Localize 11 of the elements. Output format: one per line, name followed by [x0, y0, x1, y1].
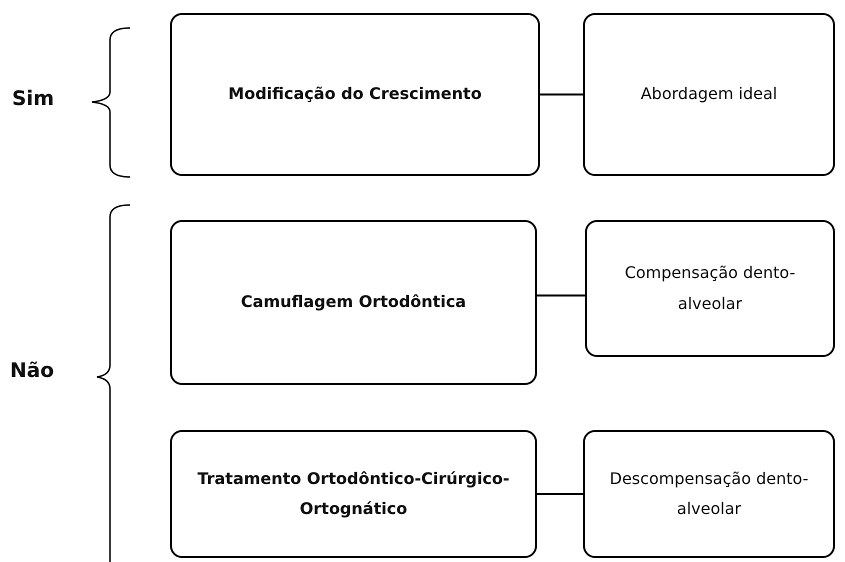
- connector-line: [537, 294, 585, 296]
- group-label: Sim: [12, 86, 54, 110]
- connector-line: [537, 493, 583, 495]
- process-box: Descompensação dento-alveolar: [583, 430, 835, 558]
- process-box: Camuflagem Ortodôntica: [170, 220, 537, 385]
- connector-line: [540, 94, 583, 96]
- process-box: Modificação do Crescimento: [170, 13, 540, 176]
- process-box: Tratamento Ortodôntico-Cirúrgico-Ortognático: [170, 430, 537, 558]
- group-label: Não: [10, 358, 54, 382]
- process-box: Abordagem ideal: [583, 13, 835, 176]
- process-box: Compensação dento-alveolar: [585, 220, 835, 357]
